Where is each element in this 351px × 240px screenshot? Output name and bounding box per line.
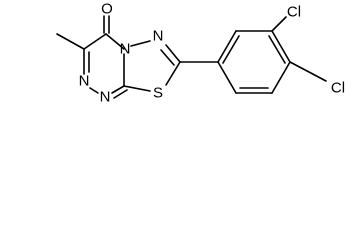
bond-ph-1 [217, 30, 237, 63]
bond-n-c-thiadiazole-double [160, 49, 175, 66]
bond-n-n [89, 87, 99, 94]
atom-n-bottom: N [100, 89, 111, 106]
atom-o: O [101, 1, 113, 18]
bond-n-n-ring [130, 40, 151, 47]
bond-c-cl-meta [271, 16, 287, 32]
bond-ph-4 [271, 61, 291, 94]
bond-c-cl-para [289, 61, 327, 82]
atom-n-left: N [79, 73, 90, 90]
bond-c-s [165, 61, 181, 86]
bonds [56, 15, 327, 99]
bond-methyl [56, 33, 85, 50]
atom-s: S [153, 85, 163, 102]
bond-s-c [123, 85, 151, 92]
atom-cl-meta: Cl [287, 4, 301, 21]
bond-ph-3-double [268, 35, 286, 64]
bond-ph-6 [217, 61, 237, 94]
atom-cl-para: Cl [331, 80, 345, 97]
bond-ph-3 [271, 30, 291, 63]
bond-n-c-bottom [111, 85, 125, 94]
atom-n-thiadiazole: N [153, 28, 164, 45]
atom-labels: O N N N N S Cl Cl [79, 1, 346, 106]
bond-n-c-thiadiazole [165, 44, 181, 63]
chemical-structure: O N N N N S Cl Cl [56, 1, 346, 106]
bond-c-c [83, 33, 107, 50]
atom-n-fused: N [120, 41, 131, 58]
bond-c-n [105, 33, 125, 50]
bond-n-c-bottom-double [113, 89, 128, 99]
bond-ph-1-double [222, 35, 240, 64]
